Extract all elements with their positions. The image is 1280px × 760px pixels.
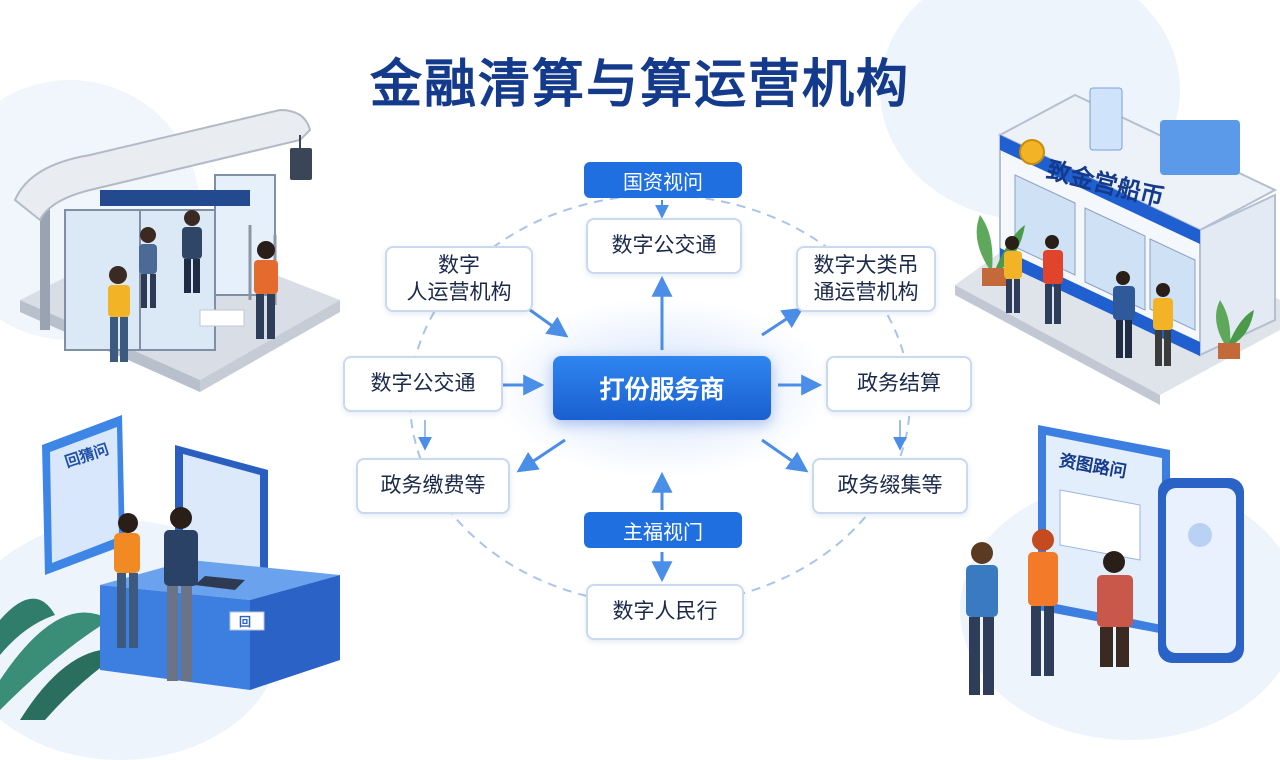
bus-station-illustration — [13, 108, 340, 392]
node-top-right: 数字大类吊 通运营机构 — [796, 246, 936, 312]
node-right: 政务结算 — [826, 356, 972, 412]
page-title: 金融清算与算运营机构 — [369, 55, 910, 115]
service-kiosk-illustration — [0, 415, 340, 720]
node-bottom: 数字人民行 — [586, 584, 744, 640]
arrow-to-bottom-left — [516, 438, 566, 473]
node-top-left: 数字 人运营机构 — [385, 246, 533, 312]
bank-building-illustration — [955, 87, 1280, 405]
arrow-to-bottom-right — [761, 438, 809, 473]
center-node: 打份服务商 — [553, 356, 771, 420]
node-top: 数字公交通 — [586, 218, 742, 274]
counter-label: 回 — [239, 615, 252, 629]
bottom-tag: 主福视门 — [584, 512, 742, 548]
node-left: 数字公交通 — [343, 356, 503, 412]
top-tag: 国资视问 — [584, 162, 742, 198]
digital-display-illustration — [966, 425, 1244, 695]
arrow-from-top-left — [529, 308, 569, 338]
illustrations — [0, 87, 1280, 720]
node-bottom-left: 政务缴费等 — [356, 458, 510, 514]
arrow-to-top-right — [761, 307, 804, 337]
node-bottom-right: 政务缀集等 — [812, 458, 968, 514]
